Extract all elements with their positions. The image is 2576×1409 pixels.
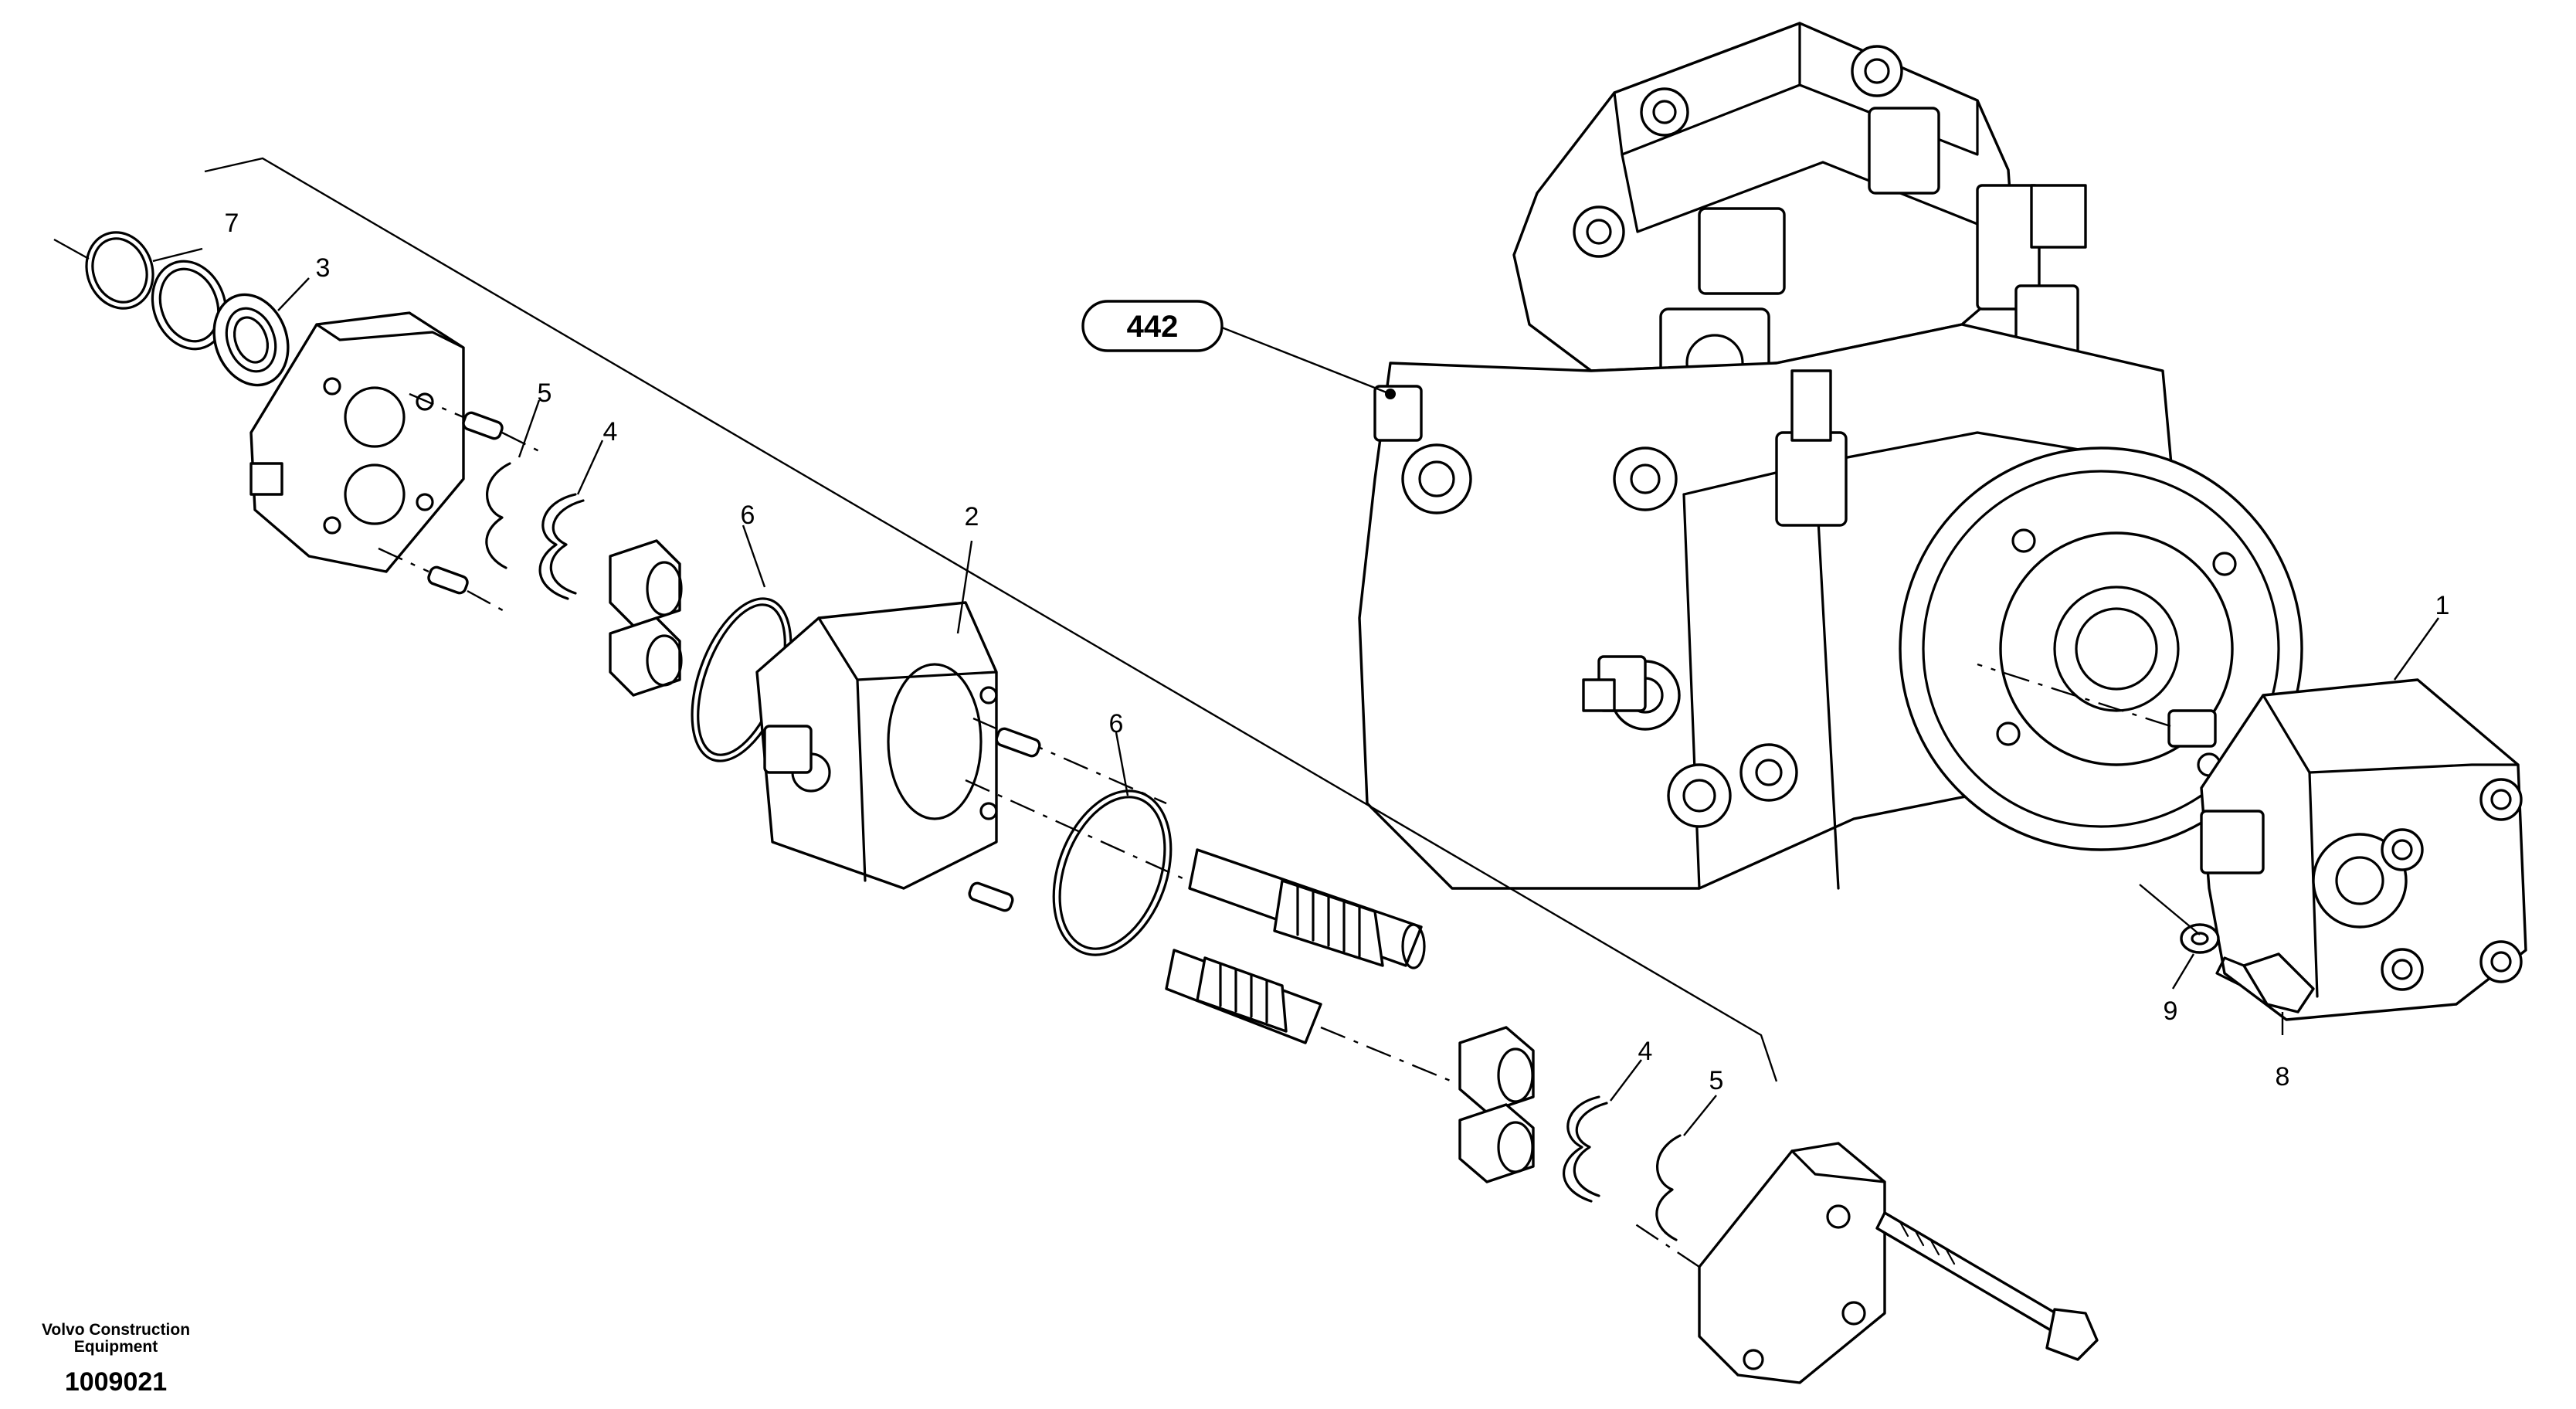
gear-pump-assembly xyxy=(1977,663,2527,1021)
callout-8: 8 xyxy=(2276,1062,2290,1092)
pump-body-housing xyxy=(755,601,1206,890)
brand-line-1: Volvo Construction xyxy=(42,1321,190,1339)
callout-6-left: 6 xyxy=(741,501,755,530)
o-ring-middle xyxy=(1052,789,1173,956)
retaining-ring xyxy=(151,260,228,351)
brand-line-2: Equipment xyxy=(74,1338,158,1356)
dowel-pins-body xyxy=(968,727,1041,912)
assembly-reference-tag: 442 xyxy=(1081,300,1396,399)
driven-gear-shaft xyxy=(1165,949,1453,1083)
callout-1: 1 xyxy=(2435,591,2450,620)
through-bolt xyxy=(1875,1211,2099,1361)
dowel-pins-front xyxy=(378,392,541,616)
pressure-seal-right xyxy=(1655,1134,1682,1241)
callout-6-middle: 6 xyxy=(1109,709,1124,738)
callout-4-left: 4 xyxy=(603,417,618,446)
callout-5-left: 5 xyxy=(538,379,552,408)
group-bracket-line xyxy=(204,157,1778,1082)
callout-3: 3 xyxy=(316,253,331,283)
bearing-bushing-right xyxy=(1458,1026,1535,1183)
pressure-seal-left xyxy=(485,462,511,569)
callout-4-right: 4 xyxy=(1638,1037,1653,1066)
rear-cover xyxy=(1629,1142,1886,1384)
assembly-reference-number: 442 xyxy=(1127,310,1179,344)
drive-gear-shaft xyxy=(1188,848,1426,969)
drawing-number: 1009021 xyxy=(65,1367,167,1397)
bearing-bushing-left xyxy=(609,539,683,697)
snap-ring xyxy=(53,231,154,310)
main-hydraulic-pump xyxy=(1358,22,2303,890)
front-cover-flange xyxy=(249,311,465,573)
backup-ring-right xyxy=(1563,1095,1608,1203)
callout-2: 2 xyxy=(965,502,979,531)
shaft-seal xyxy=(212,293,290,387)
backup-ring-left xyxy=(538,493,585,600)
callout-9: 9 xyxy=(2164,996,2178,1026)
callout-5-right: 5 xyxy=(1709,1066,1724,1095)
callout-7: 7 xyxy=(225,209,239,238)
